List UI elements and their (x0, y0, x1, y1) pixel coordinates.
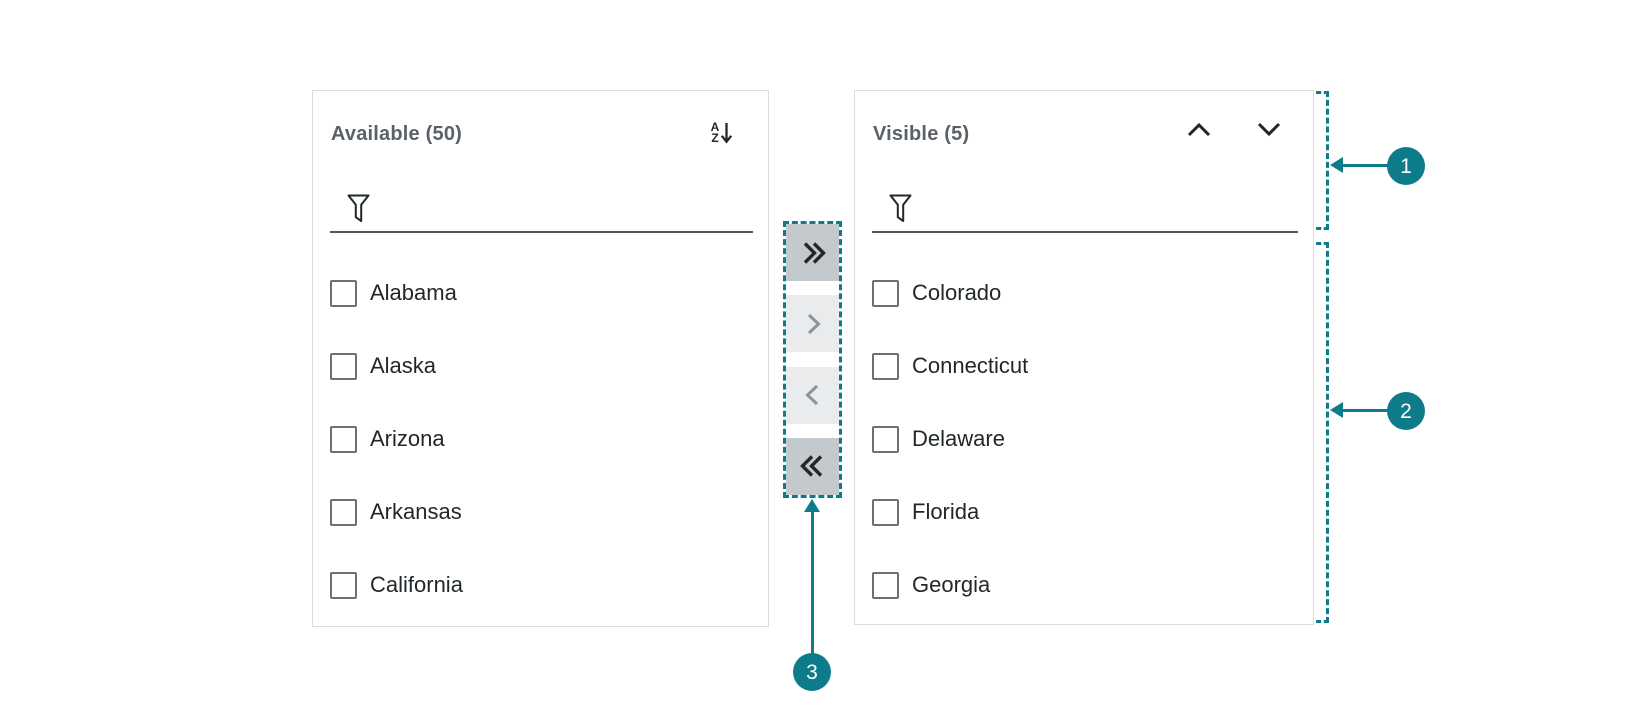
move-all-left-button[interactable] (786, 437, 839, 495)
list-item-label: Connecticut (912, 353, 1029, 378)
list-item-label: Alabama (370, 280, 457, 305)
list-item-arizona[interactable]: Arizona (330, 419, 760, 459)
list-item-label: Alaska (370, 353, 437, 378)
move-right-button[interactable] (786, 295, 839, 353)
checkbox[interactable] (330, 279, 357, 307)
transfer-buttons-highlight (783, 221, 842, 498)
annotation-bracket-list-region (1316, 242, 1329, 623)
visible-list: Colorado Connecticut Delaware Florida Ge… (872, 273, 1305, 638)
visible-panel: Visible (5) Colorado (854, 90, 1314, 625)
double-chevron-right-icon (798, 239, 828, 267)
list-item-label: Arkansas (370, 499, 462, 524)
list-item-alaska[interactable]: Alaska (330, 346, 760, 386)
list-item-label: Florida (912, 499, 980, 524)
list-item-florida[interactable]: Florida (872, 492, 1305, 532)
checkbox[interactable] (872, 279, 899, 307)
checkbox[interactable] (872, 352, 899, 380)
checkbox[interactable] (330, 352, 357, 380)
chevron-left-icon (801, 381, 825, 409)
available-filter-input[interactable] (330, 189, 753, 233)
list-item-alabama[interactable]: Alabama (330, 273, 760, 313)
chevron-down-icon (1256, 121, 1282, 138)
sort-az-letters: A Z (710, 119, 720, 145)
list-item-label: California (370, 572, 463, 597)
annotation-bracket-header-region (1316, 91, 1329, 230)
move-all-right-button[interactable] (786, 224, 839, 281)
sort-descending-arrow-icon (720, 121, 733, 145)
callout-2-arrow (1342, 409, 1389, 412)
checkbox[interactable] (330, 571, 357, 599)
callout-3-number: 3 (806, 660, 818, 684)
callout-3-arrow (811, 512, 814, 655)
double-chevron-left-icon (798, 452, 828, 480)
list-item-california[interactable]: California (330, 565, 760, 605)
checkbox[interactable] (872, 425, 899, 453)
chevron-right-icon (801, 310, 825, 338)
callout-3-badge: 3 (793, 653, 831, 691)
list-item-georgia[interactable]: Georgia (872, 565, 1305, 605)
available-panel: Available (50) A Z Alabama (312, 90, 769, 627)
list-item-label: Arizona (370, 426, 445, 451)
visible-filter-input[interactable] (872, 189, 1298, 233)
callout-2-arrowhead (1330, 402, 1343, 418)
list-item-colorado[interactable]: Colorado (872, 273, 1305, 313)
list-item-delaware[interactable]: Delaware (872, 419, 1305, 459)
reorder-down-button[interactable] (1255, 118, 1283, 140)
reorder-up-button[interactable] (1185, 118, 1213, 140)
callout-2-badge: 2 (1387, 392, 1425, 430)
list-item-label: Georgia (912, 572, 991, 597)
list-item-label: Delaware (912, 426, 1005, 451)
checkbox[interactable] (330, 425, 357, 453)
callout-3-arrowhead (804, 499, 820, 512)
visible-panel-title: Visible (5) (873, 123, 970, 145)
checkbox[interactable] (872, 498, 899, 526)
chevron-up-icon (1186, 121, 1212, 138)
list-item-connecticut[interactable]: Connecticut (872, 346, 1305, 386)
checkbox[interactable] (330, 498, 357, 526)
callout-1-arrow (1342, 164, 1389, 167)
list-item-arkansas[interactable]: Arkansas (330, 492, 760, 532)
callout-1-number: 1 (1400, 154, 1412, 178)
available-panel-title: Available (50) (331, 123, 463, 145)
sort-az-button[interactable]: A Z (706, 117, 738, 149)
callout-2-number: 2 (1400, 399, 1412, 423)
available-list: Alabama Alaska Arizona Arkansas Californ… (330, 273, 760, 638)
list-item-label: Colorado (912, 280, 1002, 305)
move-left-button[interactable] (786, 366, 839, 424)
callout-1-badge: 1 (1387, 147, 1425, 185)
checkbox[interactable] (872, 571, 899, 599)
callout-1-arrowhead (1330, 157, 1343, 173)
